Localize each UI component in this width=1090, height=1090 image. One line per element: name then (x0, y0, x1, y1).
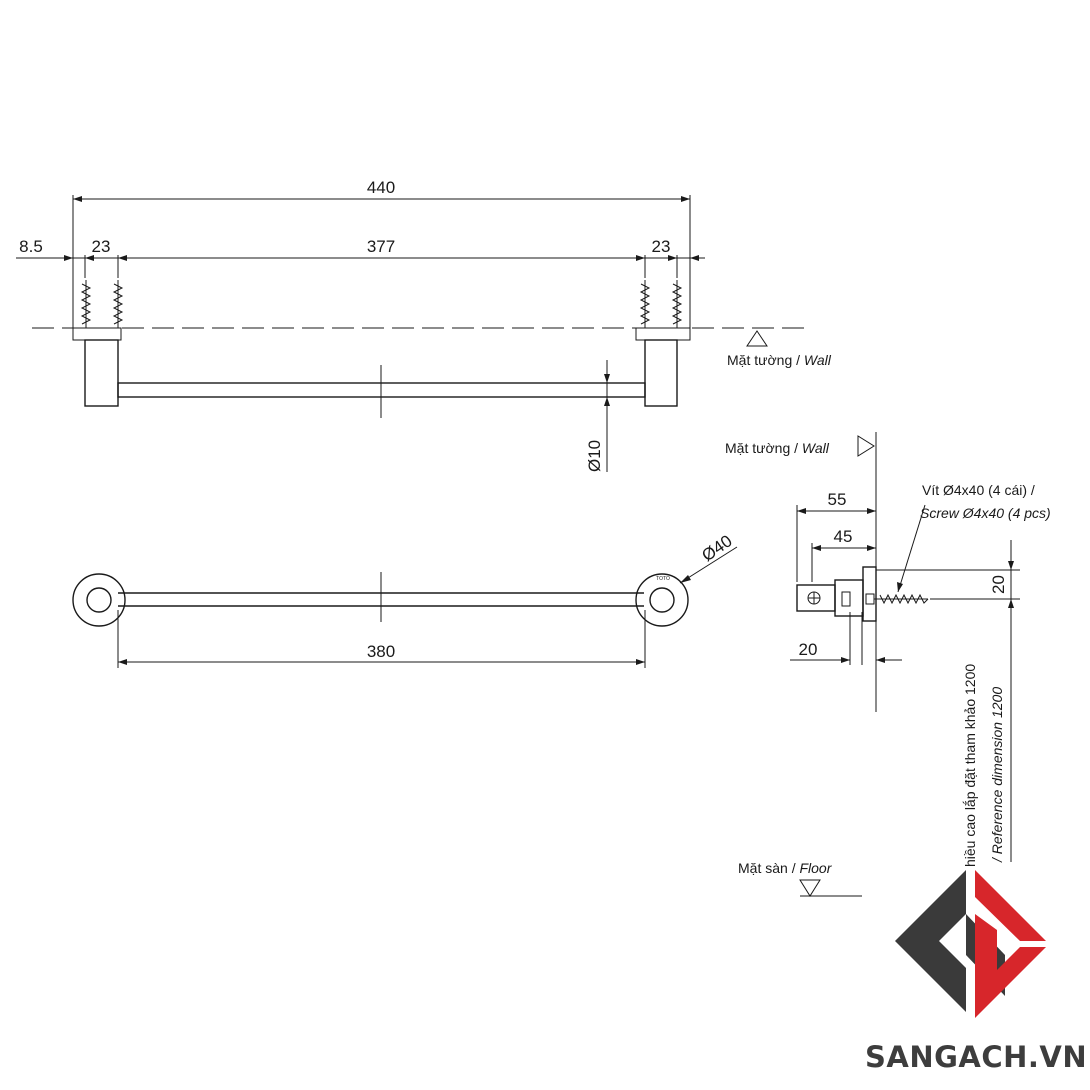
post-right (644, 339, 678, 407)
flange-left (72, 573, 126, 627)
post-left (84, 339, 119, 407)
wall-marker-icon (746, 330, 768, 347)
screw-label-vi: Vít Ø4x40 (4 cái) / (922, 482, 1035, 498)
wall-label-side: Mặt tường / Wall (725, 440, 830, 456)
brand-name: SANGACH.VN (865, 1040, 1087, 1074)
front-view: TOTO Ø40 380 (72, 531, 738, 668)
screw-icon (865, 593, 929, 605)
side-view: Mặt tường / Wall 55 45 Vít Ø4x40 (4 (725, 432, 1051, 897)
screw-icon (671, 280, 683, 328)
dim-right-post-label: 23 (652, 237, 671, 256)
height-label-vi: hiều cao lắp đặt tham khảo 1200 (962, 664, 978, 867)
wall-marker-icon (857, 435, 875, 457)
dim-bar-length: 380 (117, 610, 646, 668)
dim-base-width-label: 20 (799, 640, 818, 659)
screw-icon (639, 280, 651, 328)
bracket-plate (862, 566, 877, 622)
dim-total-width-label: 440 (367, 178, 395, 197)
dim-projection-total-label: 55 (828, 490, 847, 509)
screw-label-en: Screw Ø4x40 (4 pcs) (920, 505, 1051, 521)
sg-logo (895, 870, 1046, 1018)
screw-leader (897, 504, 926, 593)
set-screw-icon (841, 591, 851, 607)
dim-flange-diameter: Ø40 (679, 531, 738, 584)
flange-right (635, 573, 689, 627)
dim-left-offset-label: 8.5 (19, 237, 43, 256)
top-view: 440 8.5 23 377 23 (16, 178, 832, 472)
mount-plate-right (635, 327, 691, 341)
screw-icon (112, 280, 124, 328)
dim-inner-span-label: 377 (367, 237, 395, 256)
bracket-base (834, 579, 864, 617)
dim-left-post-label: 23 (92, 237, 111, 256)
dim-projection-inner-label: 45 (834, 527, 853, 546)
wall-label-top: Mặt tường / Wall (727, 352, 832, 368)
dim-height-offset-label: 20 (989, 575, 1008, 594)
floor-label: Mặt sàn / Floor (738, 860, 833, 876)
dim-total-width: 440 (73, 178, 690, 202)
dim-bar-diameter: Ø10 (585, 360, 610, 472)
flange-mark: TOTO (656, 576, 670, 582)
height-label-en: / Reference dimension 1200 (989, 687, 1005, 863)
floor-marker-icon (799, 879, 821, 897)
dim-bar-diameter-label: Ø10 (585, 440, 604, 472)
screw-icon (80, 280, 92, 328)
dim-bar-length-label: 380 (367, 642, 395, 661)
mount-plate-left (72, 327, 122, 341)
